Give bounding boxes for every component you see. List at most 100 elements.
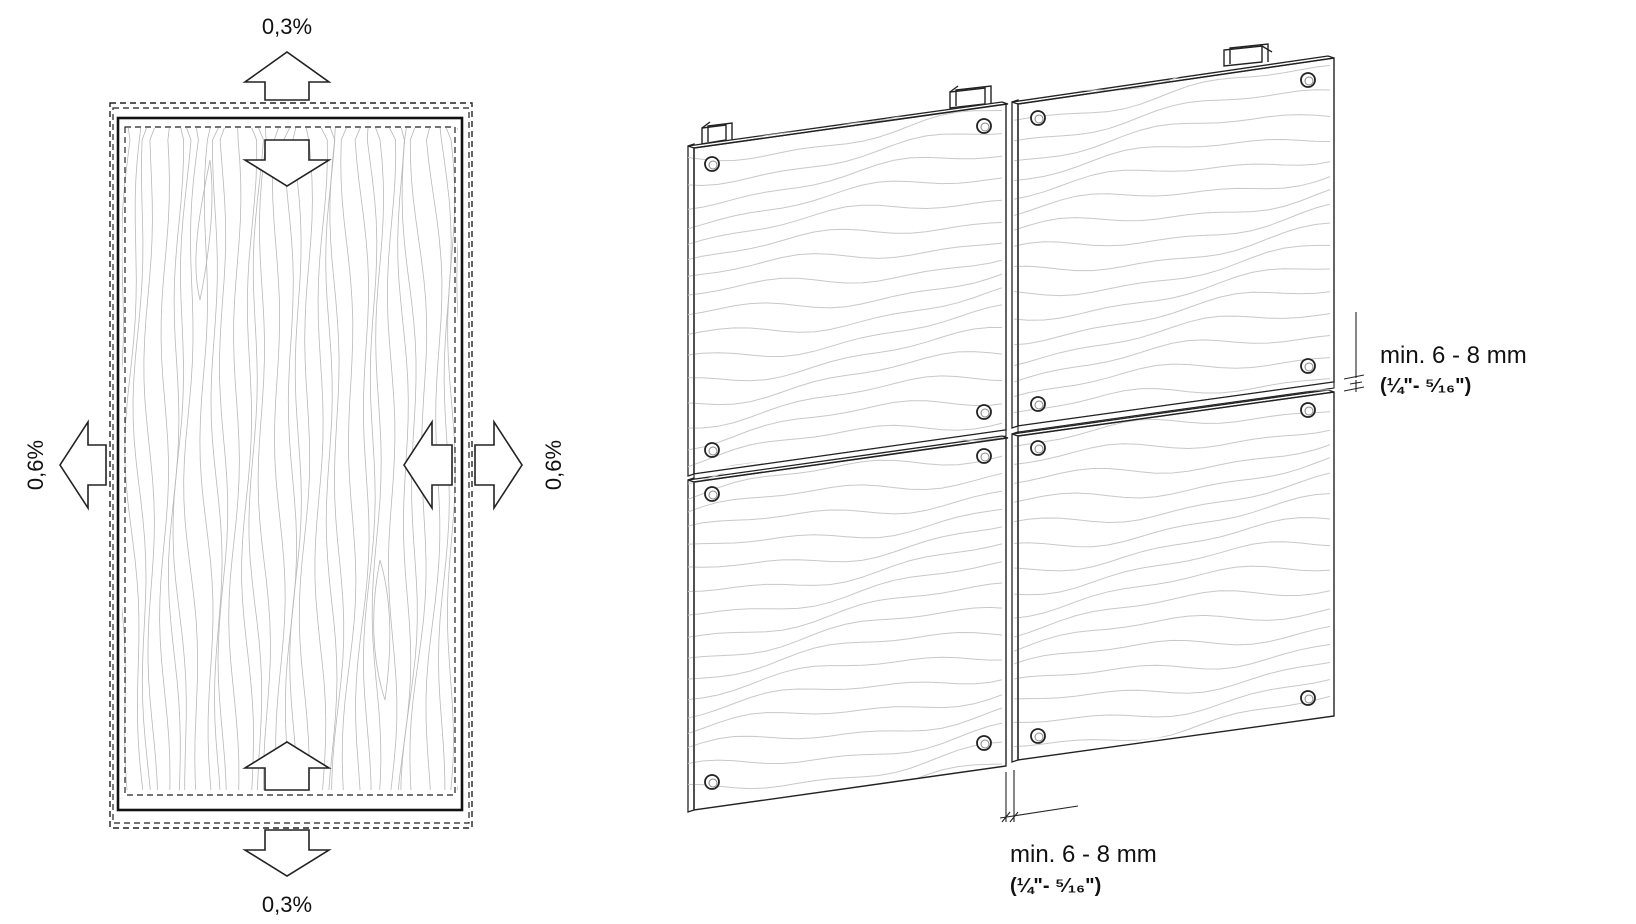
facade-assembly-diagram: min. 6 - 8 mm (¼"- ⁵⁄₁₆") min. 6 - 8 mm … xyxy=(687,43,1527,897)
grain-line xyxy=(271,128,286,790)
grain-line xyxy=(1014,175,1330,217)
grain-line xyxy=(1014,357,1330,398)
mounting-clip xyxy=(949,85,992,109)
grain-line xyxy=(688,258,1002,296)
wood-grain-top-right xyxy=(1014,56,1330,424)
screw-head-icon xyxy=(980,739,990,749)
expansion-label-right: 0,6% xyxy=(541,440,566,490)
mounting-clip xyxy=(1223,43,1273,67)
grain-line xyxy=(688,109,1002,162)
grain-line xyxy=(1014,565,1330,619)
grain-line xyxy=(1014,472,1330,524)
screw-head-icon xyxy=(708,160,718,170)
grain-line xyxy=(1014,517,1330,572)
grain-line xyxy=(688,542,1002,593)
grain-line xyxy=(195,159,213,301)
grain-line xyxy=(1014,291,1330,346)
panel-screws xyxy=(704,72,1316,790)
grain-line xyxy=(122,128,131,790)
panel-outline-inner-dashed xyxy=(124,126,456,796)
grain-line xyxy=(1014,64,1330,122)
expansion-label-left: 0,6% xyxy=(23,440,48,490)
grain-line xyxy=(289,128,302,790)
grain-line xyxy=(124,128,144,790)
grain-line xyxy=(688,692,1002,735)
screw-head-icon xyxy=(980,122,990,132)
grain-line xyxy=(329,128,345,790)
grain-line xyxy=(688,326,1002,382)
grain-line xyxy=(688,631,1002,680)
grain-line xyxy=(688,472,1002,514)
grain-line xyxy=(1014,138,1330,182)
screw-head-icon xyxy=(708,778,718,788)
arrow-down-inner-icon xyxy=(242,139,332,187)
joint-label-horizontal-line2: (¼"- ⁵⁄₁₆") xyxy=(1380,375,1471,397)
screw-head-icon xyxy=(1304,694,1314,704)
grain-line xyxy=(371,128,385,790)
screw-icon xyxy=(1300,358,1316,374)
grain-line xyxy=(210,128,223,790)
grain-line xyxy=(688,454,1002,501)
grain-line xyxy=(373,559,391,701)
expansion-label-top: 0,3% xyxy=(262,14,312,39)
screw-icon xyxy=(1030,396,1046,412)
grain-line xyxy=(1014,493,1330,548)
screw-icon xyxy=(1300,72,1316,88)
grain-line xyxy=(688,582,1002,638)
grain-line xyxy=(362,128,378,790)
grain-line xyxy=(228,128,242,790)
grain-line xyxy=(688,421,1002,468)
grain-line xyxy=(159,128,171,790)
screw-head-icon xyxy=(708,446,718,456)
grain-line xyxy=(1014,334,1330,383)
grain-line xyxy=(1014,203,1330,248)
screw-head-icon xyxy=(1034,444,1044,454)
grain-line xyxy=(688,560,1002,616)
panel-outline-outer-dashed xyxy=(109,102,473,829)
grain-line xyxy=(688,706,1002,749)
grain-line xyxy=(688,656,1002,701)
grain-line xyxy=(340,128,357,790)
screw-icon xyxy=(704,156,720,172)
screw-head-icon xyxy=(980,408,990,418)
screw-icon xyxy=(704,442,720,458)
grain-line xyxy=(241,128,258,790)
screw-icon xyxy=(1030,728,1046,744)
grain-line xyxy=(1014,244,1330,297)
grain-line xyxy=(688,177,1002,230)
grain-line xyxy=(283,128,298,790)
grain-line xyxy=(688,606,1002,659)
panel-outline-solid xyxy=(116,116,464,812)
grain-line xyxy=(386,128,398,790)
screw-icon xyxy=(704,774,720,790)
grain-line xyxy=(688,242,1002,278)
screw-icon xyxy=(704,486,720,502)
screw-head-icon xyxy=(1034,732,1044,742)
grain-line xyxy=(1014,378,1330,414)
panel-outline-mid-dashed xyxy=(112,107,470,824)
arrow-down-outer-icon xyxy=(242,829,332,877)
grain-line xyxy=(1014,429,1330,466)
screw-icon xyxy=(1300,690,1316,706)
grain-line xyxy=(688,221,1002,261)
grain-line xyxy=(688,155,1002,211)
dimension-vertical-joint xyxy=(999,770,1079,823)
facade-panel-bottom-left xyxy=(687,434,1009,813)
grain-line xyxy=(1014,589,1330,639)
grain-line xyxy=(1014,643,1330,680)
screw-icon xyxy=(976,735,992,751)
grain-line xyxy=(1014,188,1330,232)
expansion-label-bottom: 0,3% xyxy=(262,892,312,917)
arrow-up-inner-icon xyxy=(242,741,332,791)
grain-line xyxy=(1014,456,1330,504)
screw-head-icon xyxy=(1304,362,1314,372)
grain-line xyxy=(199,128,214,790)
grain-line xyxy=(688,525,1002,568)
grain-line xyxy=(143,128,158,790)
screw-icon xyxy=(1030,440,1046,456)
screw-head-icon xyxy=(1304,406,1314,416)
grain-line xyxy=(167,128,185,790)
grain-line xyxy=(1014,678,1330,723)
screw-icon xyxy=(1030,110,1046,126)
grain-line xyxy=(257,128,271,790)
